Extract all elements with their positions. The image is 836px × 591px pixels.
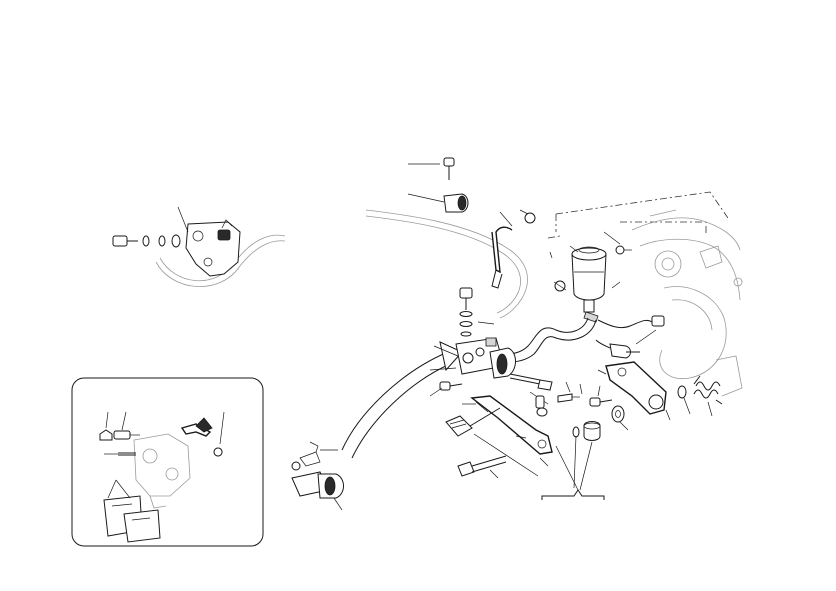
caliper-washer	[142, 235, 150, 247]
pedal-lever	[597, 361, 723, 421]
cylinder-bolt-stack	[459, 287, 495, 337]
bleed-screw	[113, 430, 131, 440]
frame-outline	[547, 191, 729, 239]
circlip	[213, 447, 223, 457]
brake-pad-rear	[123, 509, 161, 543]
pad-spring	[180, 423, 212, 437]
master-cylinder	[429, 337, 516, 379]
top-banjo-group	[407, 157, 469, 213]
pivot-washer	[611, 405, 625, 423]
assembly-arrow	[341, 351, 449, 451]
caliper-bolt	[112, 235, 128, 247]
spacer-ring	[677, 385, 687, 399]
support-bracket	[491, 209, 536, 289]
small-master-cylinder	[291, 441, 344, 511]
caliper-detail-inset	[71, 377, 264, 547]
engine-casing	[631, 209, 743, 397]
reservoir-cap	[571, 247, 607, 261]
inset-frame	[71, 377, 264, 547]
brake-pedal	[445, 395, 601, 479]
leader-line	[177, 206, 189, 233]
arrow-head	[439, 341, 463, 372]
pivot-bushing	[583, 421, 601, 441]
bleed-valve	[217, 229, 231, 241]
brake-light-switch	[595, 315, 665, 359]
rear-brake-caliper-group	[112, 206, 286, 287]
caliper-body	[185, 221, 241, 277]
brake-line-main	[365, 209, 528, 319]
part-brace	[541, 435, 605, 500]
return-spring	[693, 381, 721, 399]
mount-bolt-left	[429, 381, 463, 397]
bleed-cap	[99, 429, 113, 441]
push-rod-group	[509, 373, 629, 431]
switch-connector	[651, 315, 665, 327]
bracket-nut	[524, 212, 536, 224]
brake-fluid-reservoir	[549, 231, 632, 323]
